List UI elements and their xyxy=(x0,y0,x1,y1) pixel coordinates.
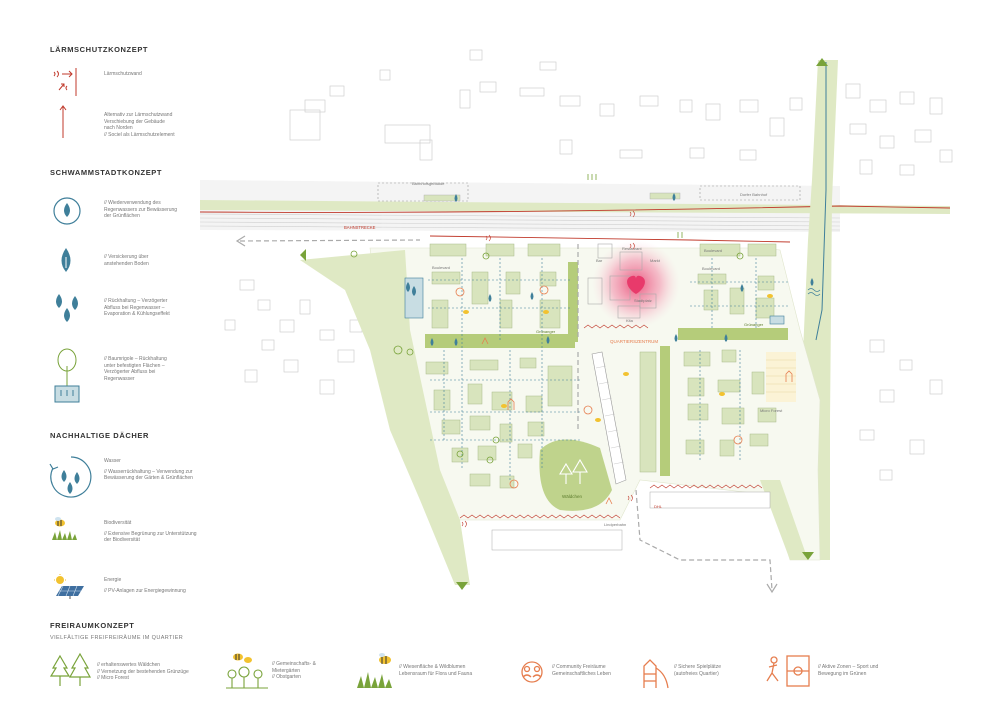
community-icon xyxy=(521,661,543,683)
bahnstrecke-label: BAHNSTRECKE xyxy=(344,225,376,230)
sport-icon xyxy=(766,655,810,687)
daecher-heading: NACHHALTIGE DÄCHER xyxy=(50,431,149,440)
garden-icon xyxy=(226,653,268,689)
map-water-drops xyxy=(406,193,814,346)
map-community-icons xyxy=(455,285,743,489)
forest-icon xyxy=(50,652,92,686)
map-bee-icons xyxy=(463,294,773,422)
freiraum-item6: // Aktive Zonen – Sport und Bewegung im … xyxy=(818,664,879,677)
water-reuse-icon xyxy=(53,197,81,225)
schwamm-item2: // Versickerung über anstehenden Boden xyxy=(104,254,149,267)
restaurant-label: Restaurant xyxy=(622,246,642,251)
bahnhofsgebaeude-label: Bahnhofsgebäude xyxy=(412,181,445,186)
context-buildings xyxy=(289,49,953,176)
retention-drops-icon xyxy=(56,294,78,322)
bee-grass-icon xyxy=(52,517,77,540)
dhl-label: DHL xyxy=(654,504,663,509)
freiraum-item1: // erhaltenswertes Wäldchen // Vernetzun… xyxy=(97,662,189,681)
south-buildings xyxy=(425,349,777,489)
boulevard-label-2: Boulevard xyxy=(702,266,720,271)
context-buildings-west xyxy=(224,279,363,395)
laerm-item2: Alternativ zur Lärmschutzwand Verschiebu… xyxy=(104,112,175,138)
freiraum-heading: FREIRAUMKONZEPT xyxy=(50,621,135,630)
boulevard-label-3: Boulevard xyxy=(704,248,722,253)
map-play-icons xyxy=(481,337,793,505)
dorfer-bahnhof-label: Dorfer Bahnhof xyxy=(740,192,768,197)
infiltration-drop-icon xyxy=(61,248,71,272)
waeldchen-label: Wäldchen xyxy=(562,494,583,499)
bar-label: Bar xyxy=(596,258,603,263)
freiraum-item3: // Wiesenfläche & Wildblumen Lebensraum … xyxy=(399,664,473,677)
meadow-bee-icon xyxy=(357,653,392,688)
laerm-heading: LÄRMSCHUTZKONZEPT xyxy=(50,45,149,54)
boulevard-label-1: Boulevard xyxy=(432,265,450,270)
map-tree-icons xyxy=(350,250,744,464)
solar-panel-icon xyxy=(54,574,84,599)
freiraum-subheading: VIELFÄLTIGE FREIFREIRÄUME IM QUARTIER xyxy=(50,635,184,641)
arrow-up-icon xyxy=(59,105,67,138)
gruenanger-label-2: Grünanger xyxy=(744,322,764,327)
schwamm-heading: SCHWAMMSTADTKONZEPT xyxy=(50,168,163,177)
micro-forest-label: Micro Forest xyxy=(760,408,783,413)
lindperbahn-label: Lindperbahn xyxy=(604,522,626,527)
kita-label: Kita xyxy=(626,318,634,323)
map-noise-icons xyxy=(461,210,635,528)
freiraum-item4: // Community Freiräume Gemeinschaftliche… xyxy=(552,664,611,677)
site-plan-map: BAHNSTRECKE Bahnhofsgebäude Dorfer Bahnh… xyxy=(199,49,953,594)
quartierszentrum-label: QUARTIERSZENTRUM xyxy=(610,339,658,344)
playground-icon xyxy=(643,659,669,689)
markt-label: Markt xyxy=(650,258,661,263)
railway xyxy=(199,180,951,243)
roof-water-cycle-icon xyxy=(49,456,92,498)
daecher-energie: Energie // PV-Anlagen zur Energiegewinnu… xyxy=(104,577,186,594)
noise-wall-icon xyxy=(53,68,77,96)
schwamm-item4: // Baumrigole – Rückhaltung unter befest… xyxy=(104,356,167,382)
daecher-wasser: Wasser // Wasserrückhaltung – Verwendung… xyxy=(104,458,193,481)
context-buildings-east xyxy=(859,339,943,481)
tree-trench-icon xyxy=(54,348,80,403)
laerm-item1: Lärmschutzwand xyxy=(104,71,142,77)
daecher-bio: Biodiversität // Extensive Begrünung zur… xyxy=(104,520,197,543)
gruenanger-label-1: Grünanger xyxy=(536,329,556,334)
stadtplatz-label: Stadtplatz xyxy=(634,298,652,303)
schwamm-item3: // Rückhaltung – Verzögerter Abfluss bei… xyxy=(104,298,170,317)
schwamm-item1: // Wiederverwendung des Regenwassers zur… xyxy=(104,200,178,219)
freiraum-item2: // Gemeinschafts- & Mietergärten // Obst… xyxy=(272,661,316,680)
freiraum-item5: // Sichere Spielplätze (autofreies Quart… xyxy=(674,664,721,677)
